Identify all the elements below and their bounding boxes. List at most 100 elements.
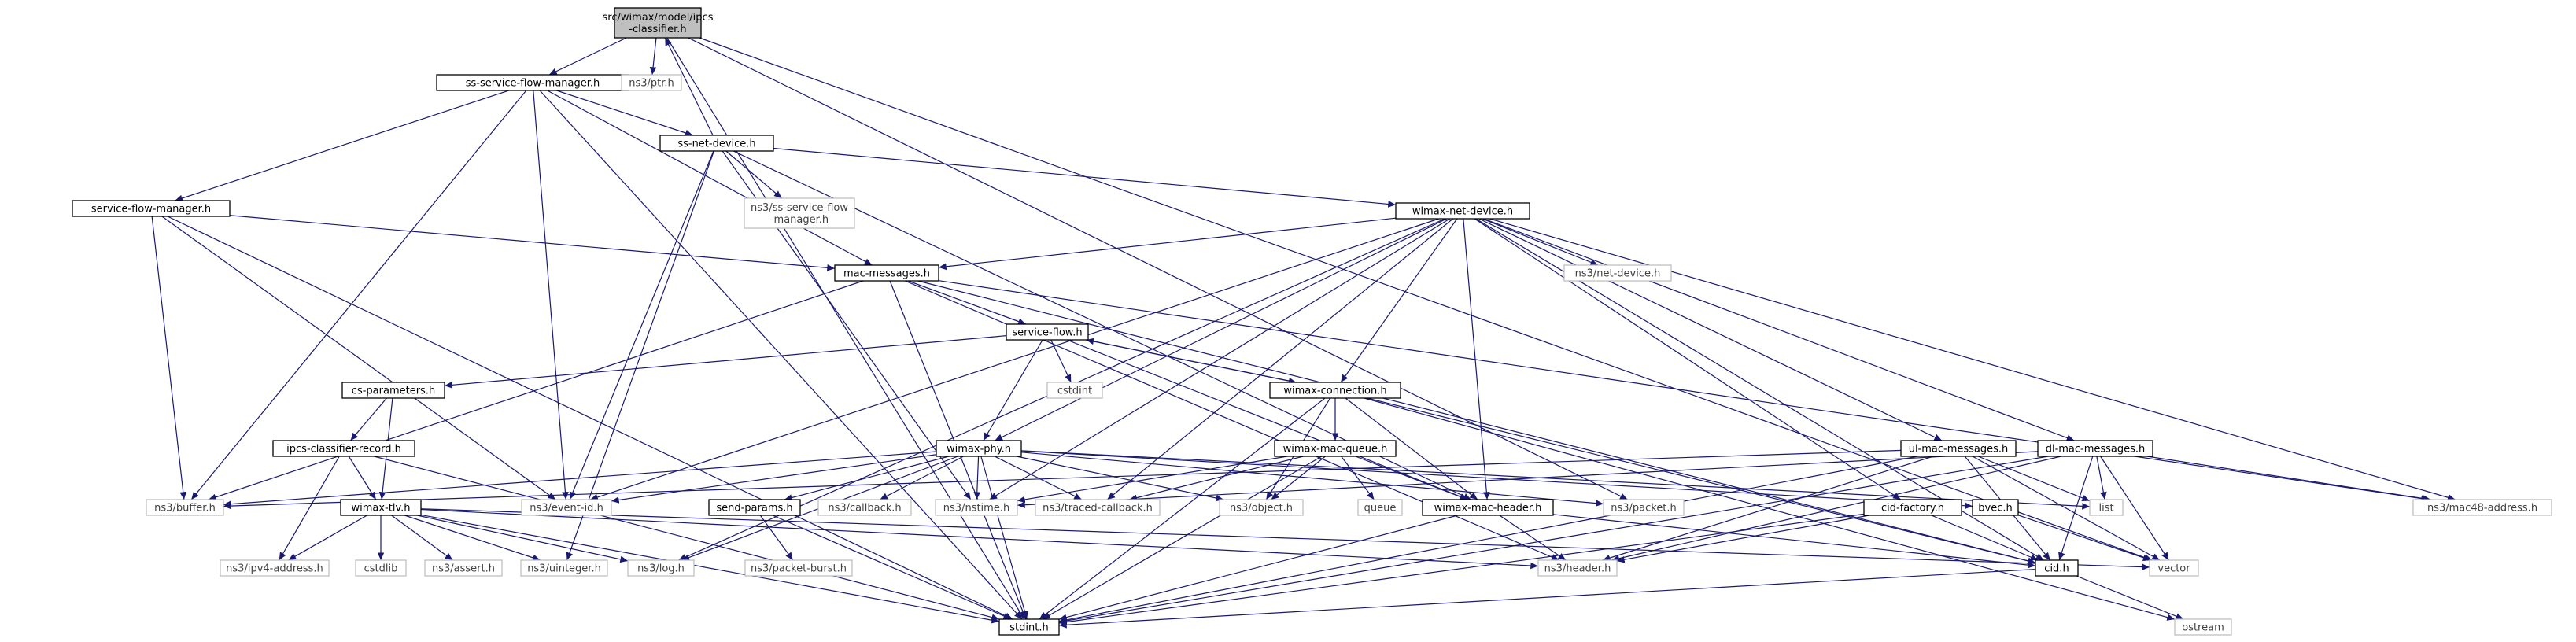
edge-ss-net-to-root xyxy=(664,37,714,136)
edge-ss-sfm-to-buffer xyxy=(190,90,527,500)
edge-mac-msgs-to-cid xyxy=(917,280,2036,565)
node-label: cid.h xyxy=(2044,563,2069,575)
node-label: src/wimax/model/ipcs xyxy=(603,12,714,24)
edge-wphy-to-bvec xyxy=(1020,450,1973,510)
edge-sf-to-wphy xyxy=(983,339,1043,441)
node-cs-params[interactable]: cs-parameters.h xyxy=(341,382,445,399)
edge-wphy-to-stdint xyxy=(980,456,1028,620)
edge-wphy-to-nstime xyxy=(973,456,981,500)
edge-wphy-to-callback xyxy=(880,456,964,500)
edge-sf-to-cs-params xyxy=(444,335,1007,389)
edge-ipcs-rec-to-wtlv xyxy=(348,456,377,500)
edge-wmh-to-header xyxy=(1499,515,1567,561)
node-label: stdint.h xyxy=(1009,622,1048,634)
edge-sfm-to-mac-msgs xyxy=(229,215,836,271)
node-label: ostream xyxy=(2182,622,2224,634)
node-send-params[interactable]: send-params.h xyxy=(708,499,801,516)
edge-wnd-to-nstime xyxy=(989,218,1450,500)
edge-sfm-to-stdint xyxy=(167,216,1013,620)
edge-ul-msgs-to-buffer xyxy=(223,449,1902,510)
edge-ss-net-to-event-id xyxy=(569,150,714,500)
edge-wphy-to-packet xyxy=(1020,452,1604,507)
node-label: cstdlib xyxy=(364,563,398,575)
edge-wmq-to-nstime xyxy=(1017,456,1288,504)
node-dl-msgs[interactable]: dl-mac-messages.h xyxy=(2037,440,2153,457)
node-ipcs-rec[interactable]: ipcs-classifier-record.h xyxy=(272,440,415,457)
edge-cid-to-ostream xyxy=(2076,575,2184,620)
edge-cid-factory-to-cid xyxy=(1931,515,2039,561)
edge-ul-msgs-to-stdint xyxy=(1058,456,1918,624)
edge-wnd-to-mac48 xyxy=(1489,218,2456,501)
edge-wconn-to-wmh xyxy=(1345,397,1478,500)
edge-wmq-to-queue xyxy=(1341,456,1375,500)
node-label: wimax-mac-queue.h xyxy=(1283,444,1388,456)
edge-wmq-to-traced-cb xyxy=(1129,456,1304,501)
node-label: ns3/ptr.h xyxy=(629,78,674,90)
node-ipv4: ns3/ipv4-address.h xyxy=(220,559,330,577)
edge-root-to-stdint xyxy=(666,37,1025,620)
edge-wmh-to-cid xyxy=(1552,514,2036,569)
edge-mac-msgs-to-mac48 xyxy=(938,280,2430,502)
node-wconn[interactable]: wimax-connection.h xyxy=(1269,382,1401,399)
node-label: vector xyxy=(2157,563,2190,575)
edge-wnd-to-ns3-netdev xyxy=(1482,218,1599,266)
node-sf[interactable]: service-flow.h xyxy=(1006,323,1089,341)
edge-bvec-to-vector xyxy=(2017,515,2151,561)
edge-ul-msgs-to-header xyxy=(1602,456,1934,562)
node-mac-msgs[interactable]: mac-messages.h xyxy=(834,264,939,282)
node-ns3-ssnet: ns3/ss-service-flow-manager.h xyxy=(744,197,855,229)
edge-root-to-ptr xyxy=(649,37,657,76)
edge-dl-msgs-to-list xyxy=(2096,456,2107,500)
node-wmh[interactable]: wimax-mac-header.h xyxy=(1422,499,1554,516)
node-nstime: ns3/nstime.h xyxy=(935,499,1018,516)
edge-dl-msgs-to-cid xyxy=(2058,456,2094,561)
edge-root-to-vector xyxy=(699,37,2153,561)
node-cstdint: cstdint xyxy=(1046,382,1103,399)
edge-dl-msgs-to-vector xyxy=(2100,456,2169,561)
node-label: ns3/header.h xyxy=(1544,563,1611,575)
edge-wphy-to-object xyxy=(1016,456,1224,502)
edge-wtlv-to-vector xyxy=(420,508,2150,570)
node-wphy[interactable]: wimax-phy.h xyxy=(936,440,1022,457)
edge-wconn-to-ostream xyxy=(1364,397,2176,621)
edge-wnd-to-event-id xyxy=(590,218,1439,501)
edge-wtlv-to-ipv4 xyxy=(288,515,367,561)
node-wnd[interactable]: wimax-net-device.h xyxy=(1395,202,1530,220)
node-ss-net[interactable]: ss-net-device.h xyxy=(659,135,774,152)
node-cid[interactable]: cid.h xyxy=(2035,559,2079,577)
edge-cid-factory-to-header xyxy=(1616,515,1869,563)
node-label: ns3/net-device.h xyxy=(1575,268,1661,280)
edge-ipcs-rec-to-stdint xyxy=(374,456,1000,621)
edge-wnd-to-dl-msgs xyxy=(1483,218,2075,441)
node-queue: queue xyxy=(1357,499,1403,516)
edge-ul-msgs-to-list xyxy=(1977,456,2091,502)
edge-wnd-to-ul-msgs xyxy=(1478,218,1943,441)
node-label: cstdint xyxy=(1057,386,1092,397)
node-ul-msgs[interactable]: ul-mac-messages.h xyxy=(1900,440,2017,457)
node-label: ns3/uinteger.h xyxy=(527,563,601,575)
node-label: ss-net-device.h xyxy=(677,138,755,150)
node-sfm[interactable]: service-flow-manager.h xyxy=(72,200,231,217)
node-label: dl-mac-messages.h xyxy=(2046,444,2146,456)
node-stdint[interactable]: stdint.h xyxy=(998,618,1060,636)
node-wmq[interactable]: wimax-mac-queue.h xyxy=(1274,440,1397,457)
node-label: ns3/callback.h xyxy=(828,503,901,515)
edge-wconn-to-cid xyxy=(1367,397,2036,565)
node-cid-factory[interactable]: cid-factory.h xyxy=(1863,499,1962,516)
edge-ul-msgs-to-vector xyxy=(1972,456,2161,561)
node-label: service-flow-manager.h xyxy=(91,204,211,216)
node-label: cid-factory.h xyxy=(1881,503,1944,515)
node-wtlv[interactable]: wimax-tlv.h xyxy=(340,499,422,516)
edge-ss-net-to-ns3-ssnet xyxy=(725,150,782,199)
node-ss-sfm[interactable]: ss-service-flow-manager.h xyxy=(436,74,629,91)
edge-dl-msgs-to-nstime xyxy=(1017,451,2039,509)
edge-ipcs-rec-to-ipv4 xyxy=(279,456,340,561)
node-packet: ns3/packet.h xyxy=(1603,499,1685,516)
edge-wphy-to-buffer xyxy=(223,451,937,507)
edge-root-to-packet xyxy=(688,37,1628,500)
node-label: ns3/ipv4-address.h xyxy=(226,563,323,575)
node-root[interactable]: src/wimax/model/ipcs-classifier.h xyxy=(603,7,714,39)
node-label: -manager.h xyxy=(770,214,829,226)
edge-wconn-to-sf xyxy=(1086,338,1297,383)
node-bvec[interactable]: bvec.h xyxy=(1972,499,2019,516)
